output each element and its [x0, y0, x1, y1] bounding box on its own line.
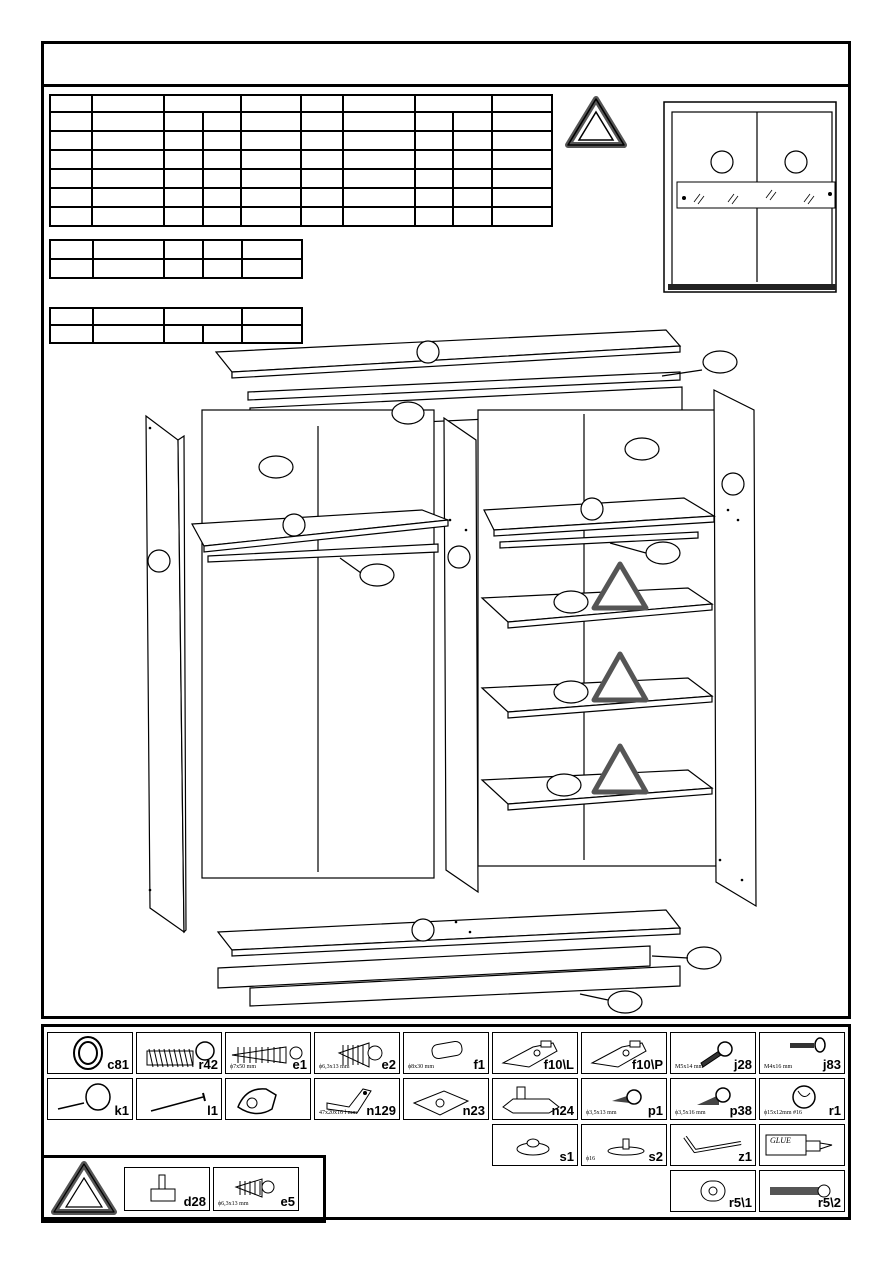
nail-icon	[137, 1079, 221, 1119]
machine-screw-icon	[671, 1033, 755, 1073]
page-frame	[41, 41, 851, 1019]
hardware-code: s2	[648, 1149, 663, 1164]
left-guide-icon	[493, 1033, 577, 1073]
hardware-cell: k1	[47, 1078, 133, 1120]
hardware-cell: 47x20x16 l mm n129	[314, 1078, 400, 1120]
parts-table-tail	[49, 239, 304, 279]
wood-screw-icon	[582, 1079, 666, 1119]
hardware-cell: n24	[492, 1078, 578, 1120]
hardware-spec: ϕ6,3x13 mm	[319, 1064, 350, 1070]
hardware-cell: ϕ16 s2	[581, 1124, 667, 1166]
hardware-cell: r5\2	[759, 1170, 845, 1212]
cross-dowel-icon	[671, 1171, 755, 1211]
hardware-code: f1	[473, 1057, 485, 1072]
hardware-cell: M5x14 mm j28	[670, 1032, 756, 1074]
hardware-spec: ϕ7x50 mm	[230, 1064, 256, 1070]
hardware-code: d28	[183, 1194, 206, 1209]
secondary-table	[49, 307, 304, 344]
hardware-code: f10\L	[543, 1057, 574, 1072]
hardware-cell: r42	[136, 1032, 222, 1074]
hardware-cell: f10\L	[492, 1032, 578, 1074]
shelf-support-icon	[125, 1168, 209, 1210]
hardware-code: n23	[462, 1103, 485, 1118]
hardware-code: j28	[733, 1057, 752, 1072]
glue-bottle-icon: GLUE	[760, 1125, 844, 1165]
parts-table	[48, 94, 553, 227]
wooden-dowel-icon	[404, 1033, 488, 1073]
hardware-code: j83	[822, 1057, 841, 1072]
hardware-cell: r5\1	[670, 1170, 756, 1212]
warning-hardware-cell: d28	[124, 1167, 210, 1211]
hardware-cell: l1	[136, 1078, 222, 1120]
hardware-code: k1	[114, 1103, 129, 1118]
hardware-panel	[41, 1024, 851, 1220]
hardware-cell: s1	[492, 1124, 578, 1166]
flat-glide-icon	[582, 1125, 666, 1165]
hardware-code: z1	[738, 1149, 752, 1164]
hex-key-icon	[671, 1125, 755, 1165]
hardware-cell: c81	[47, 1032, 133, 1074]
shelf-plug-icon	[214, 1168, 298, 1210]
cam-fitting-icon	[760, 1079, 844, 1119]
small-screw-icon	[760, 1033, 844, 1073]
hardware-spec: ϕ3,5x13 mm	[586, 1110, 617, 1116]
hardware-cell: ϕ8x30 mm f1	[403, 1032, 489, 1074]
wood-screw-long-icon	[671, 1079, 755, 1119]
hardware-cell: M4x16 mm j83	[759, 1032, 845, 1074]
assembled-wardrobe-preview	[663, 101, 837, 293]
warning-triangle-icon	[51, 1161, 117, 1215]
threaded-bolt-icon	[137, 1033, 221, 1073]
right-guide-icon	[582, 1033, 666, 1073]
hardware-cell: GLUE	[759, 1124, 845, 1166]
hardware-cell: ϕ6,3x13 mm e2	[314, 1032, 400, 1074]
hardware-spec: ϕ3,5x16 mm	[675, 1110, 706, 1116]
hardware-cell: ϕ3,5x13 mm p1	[581, 1078, 667, 1120]
hardware-code: r5\2	[817, 1195, 841, 1210]
hardware-spec: M5x14 mm	[675, 1064, 704, 1070]
hardware-cell	[225, 1078, 311, 1120]
furniture-glide-icon	[493, 1125, 577, 1165]
hardware-cell: n23	[403, 1078, 489, 1120]
angle-bracket-icon	[315, 1079, 399, 1119]
header-bar	[41, 84, 851, 87]
mounting-plate-icon	[404, 1079, 488, 1119]
hardware-cell: ϕ15x12mm #16 r1	[759, 1078, 845, 1120]
glue-label: GLUE	[770, 1136, 791, 1145]
hardware-cell: ϕ7x50 mm e1	[225, 1032, 311, 1074]
hardware-spec: ϕ15x12mm #16	[764, 1110, 802, 1116]
hardware-spec: ϕ6,3x13 mm	[218, 1201, 249, 1207]
guide-block-icon	[493, 1079, 577, 1119]
hardware-code: n24	[551, 1103, 574, 1118]
hardware-code: e5	[280, 1194, 295, 1209]
hardware-cell: f10\P	[581, 1032, 667, 1074]
long-plug-icon	[226, 1033, 310, 1073]
cam-lock-icon	[226, 1079, 310, 1119]
hardware-code: p1	[647, 1103, 663, 1118]
hardware-cell: z1	[670, 1124, 756, 1166]
warning-hardware-panel	[41, 1155, 326, 1223]
hardware-code: s1	[559, 1149, 574, 1164]
connector-bolt-icon	[760, 1171, 844, 1211]
hardware-code: r5\1	[728, 1195, 752, 1210]
hardware-code: f10\P	[631, 1057, 663, 1072]
hardware-spec: ϕ8x30 mm	[408, 1064, 434, 1070]
hardware-code: l1	[207, 1103, 218, 1118]
hardware-code: e1	[292, 1057, 307, 1072]
hardware-cell: ϕ3,5x16 mm p38	[670, 1078, 756, 1120]
hardware-spec: 47x20x16 l mm	[319, 1110, 358, 1116]
hardware-spec: M4x16 mm	[764, 1064, 793, 1070]
coil-spring-icon	[48, 1033, 132, 1073]
warning-hardware-cell: ϕ6,3x13 mm e5	[213, 1167, 299, 1211]
pushpin-icon	[48, 1079, 132, 1119]
hardware-code: n129	[366, 1103, 396, 1118]
hardware-code: p38	[729, 1103, 752, 1118]
short-plug-icon	[315, 1033, 399, 1073]
hardware-code: e2	[381, 1057, 396, 1072]
warning-triangle-icon	[565, 96, 627, 148]
hardware-spec: ϕ16	[586, 1156, 596, 1162]
exploded-assembly-drawing	[145, 329, 757, 1014]
hardware-code: r42	[198, 1057, 218, 1072]
hardware-code: c81	[107, 1057, 129, 1072]
hardware-code: r1	[828, 1103, 841, 1118]
